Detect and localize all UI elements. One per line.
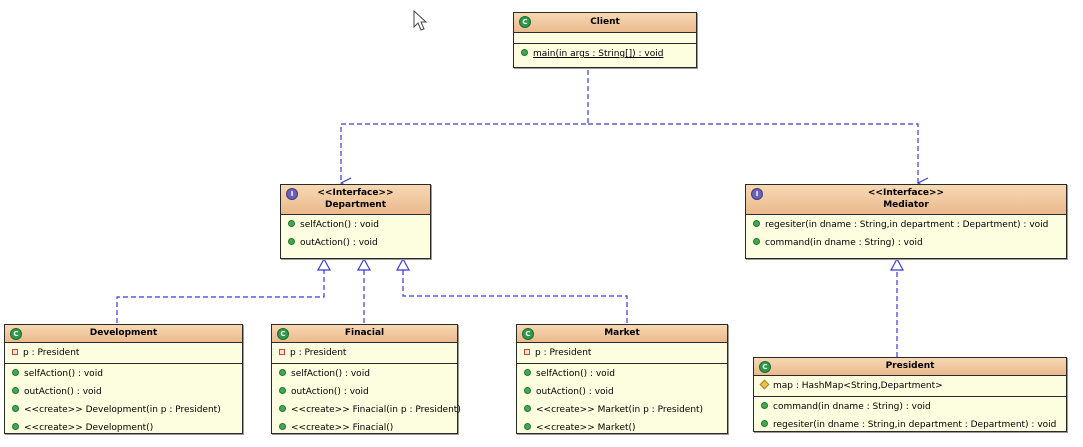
class-title: Development <box>89 328 158 338</box>
public-visibility-icon <box>12 405 19 412</box>
realization-arrowhead-development <box>316 257 332 271</box>
attributes-compartment <box>514 33 696 44</box>
attributes-compartment: p : President <box>5 343 242 364</box>
class-icon: C <box>759 361 771 373</box>
field-row[interactable]: p : President <box>272 344 457 362</box>
attributes-compartment: p : President <box>517 343 727 364</box>
class-icon: C <box>522 328 534 340</box>
interface-icon: I <box>751 188 763 200</box>
class-finacial[interactable]: C Finacial p : President selfAction() : … <box>271 324 461 434</box>
attributes-compartment: map : HashMap<String,Department> <box>754 376 1066 397</box>
public-visibility-icon <box>524 387 531 394</box>
realization-development-department <box>116 270 325 323</box>
private-visibility-icon <box>279 348 285 355</box>
methods-compartment: selfAction() : void outAction() : void <box>281 215 430 253</box>
interface-header: I <<Interface>> Mediator <box>746 185 1066 215</box>
interface-mediator[interactable]: I <<Interface>> Mediator regesiter(in dn… <box>745 184 1067 259</box>
realization-arrowhead-president <box>889 257 905 271</box>
methods-compartment: main(in args : String[]) : void <box>514 44 696 64</box>
interface-header: I <<Interface>> Department <box>281 185 430 215</box>
public-visibility-icon <box>279 405 286 412</box>
interface-title: Mediator <box>883 200 929 210</box>
public-visibility-icon <box>524 369 531 376</box>
method-row[interactable]: <<create>> Market() <box>517 419 727 437</box>
field-row[interactable]: p : President <box>5 344 242 362</box>
public-visibility-icon <box>288 238 295 245</box>
class-header: C Development <box>5 325 242 343</box>
methods-compartment: selfAction() : void outAction() : void <… <box>272 364 461 438</box>
class-title: Market <box>604 328 640 338</box>
realization-arrowhead-finacial <box>356 257 372 271</box>
public-visibility-icon <box>521 49 528 56</box>
methods-compartment: selfAction() : void outAction() : void <… <box>517 364 727 438</box>
stereotype-label: <<Interface>> <box>867 188 945 198</box>
method-row[interactable]: <<create>> Finacial() <box>272 419 457 437</box>
class-header: C Market <box>517 325 727 343</box>
method-row[interactable]: <<create>> Finacial(in p : President) <box>272 401 461 419</box>
class-client[interactable]: C Client main(in args : String[]) : void <box>513 12 697 68</box>
class-market[interactable]: C Market p : President selfAction() : vo… <box>516 324 728 434</box>
interface-icon: I <box>286 188 298 200</box>
class-title: Finacial <box>344 328 385 338</box>
methods-compartment: selfAction() : void outAction() : void <… <box>5 364 242 438</box>
interface-title: Department <box>324 200 387 210</box>
attributes-compartment: p : President <box>272 343 457 364</box>
public-visibility-icon <box>524 423 531 430</box>
public-visibility-icon <box>761 402 768 409</box>
dependency-client-mediator <box>588 123 918 183</box>
interface-department[interactable]: I <<Interface>> Department selfAction() … <box>280 184 431 259</box>
realization-market-department <box>402 270 628 323</box>
public-visibility-icon <box>12 387 19 394</box>
public-visibility-icon <box>753 238 760 245</box>
method-row[interactable]: command(in dname : String) : void <box>746 234 1066 252</box>
public-visibility-icon <box>279 387 286 394</box>
class-header: C Finacial <box>272 325 457 343</box>
method-row[interactable]: selfAction() : void <box>517 365 727 383</box>
stereotype-label: <<Interface>> <box>317 188 394 198</box>
method-row[interactable]: regesiter(in dname : String,in departmen… <box>746 216 1066 234</box>
public-visibility-icon <box>12 369 19 376</box>
public-visibility-icon <box>753 220 760 227</box>
public-visibility-icon <box>524 405 531 412</box>
methods-compartment: command(in dname : String) : void regesi… <box>754 397 1066 435</box>
class-icon: C <box>519 16 531 28</box>
class-development[interactable]: C Development p : President selfAction()… <box>4 324 243 434</box>
class-title: Client <box>590 17 620 27</box>
method-row[interactable]: outAction() : void <box>517 383 727 401</box>
methods-compartment: regesiter(in dname : String,in departmen… <box>746 215 1066 253</box>
public-visibility-icon <box>288 220 295 227</box>
method-row[interactable]: outAction() : void <box>5 383 242 401</box>
public-visibility-icon <box>279 369 286 376</box>
private-visibility-icon <box>12 348 18 355</box>
method-row[interactable]: <<create>> Development() <box>5 419 242 437</box>
public-visibility-icon <box>279 423 286 430</box>
field-row[interactable]: map : HashMap<String,Department> <box>754 377 1066 395</box>
protected-visibility-icon <box>759 379 770 390</box>
method-row[interactable]: selfAction() : void <box>5 365 242 383</box>
method-row[interactable]: selfAction() : void <box>281 216 430 234</box>
method-row[interactable]: command(in dname : String) : void <box>754 398 1066 416</box>
method-row[interactable]: outAction() : void <box>272 383 457 401</box>
method-row[interactable]: regesiter(in dname : String,in departmen… <box>754 416 1066 434</box>
class-icon: C <box>277 328 289 340</box>
field-row[interactable]: p : President <box>517 344 727 362</box>
private-visibility-icon <box>524 348 530 355</box>
realization-arrowhead-market <box>395 257 411 271</box>
dependency-client-department <box>341 70 589 183</box>
class-president[interactable]: C President map : HashMap<String,Departm… <box>753 357 1067 432</box>
method-row[interactable]: selfAction() : void <box>272 365 457 383</box>
class-title: President <box>885 361 935 371</box>
method-row[interactable]: outAction() : void <box>281 234 430 252</box>
method-row[interactable]: <<create>> Development(in p : President) <box>5 401 242 419</box>
method-row[interactable]: <<create>> Market(in p : President) <box>517 401 727 419</box>
class-icon: C <box>10 328 22 340</box>
class-header: C President <box>754 358 1066 376</box>
class-header: C Client <box>514 13 696 33</box>
public-visibility-icon <box>761 420 768 427</box>
public-visibility-icon <box>12 423 19 430</box>
mouse-cursor-icon <box>413 10 428 31</box>
method-row[interactable]: main(in args : String[]) : void <box>514 45 696 63</box>
